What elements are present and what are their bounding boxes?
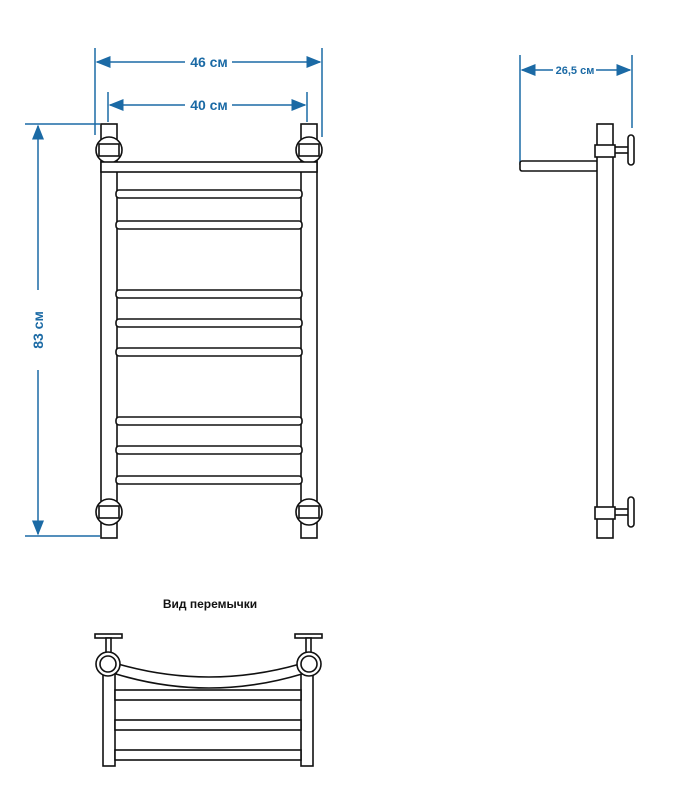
rails (115, 189, 303, 485)
side-bracket-bottom (594, 506, 616, 520)
outer-width-label: 46 см (190, 54, 228, 70)
right-post (300, 123, 318, 539)
side-view: 26,5 см (519, 55, 635, 539)
depth-label: 26,5 см (556, 65, 595, 77)
inner-width-label: 40 см (190, 97, 228, 113)
curved-bridge (115, 662, 303, 689)
dimension-46: 46 см (94, 48, 323, 137)
left-post (100, 123, 118, 539)
front-view: 46 см 40 см 83 см (25, 48, 323, 539)
wall-brackets (95, 136, 323, 526)
bridge-view: Вид перемычки (94, 597, 323, 767)
side-arm (519, 160, 599, 172)
dimension-40: 40 см (107, 92, 308, 122)
bridge-view-title: Вид перемычки (163, 597, 257, 611)
dimension-26-5: 26,5 см (519, 55, 633, 165)
side-post (596, 123, 614, 539)
side-bracket-top (594, 144, 616, 158)
height-label: 83 см (30, 311, 46, 349)
dimension-83: 83 см (25, 123, 100, 537)
top-crossbar (100, 161, 318, 173)
